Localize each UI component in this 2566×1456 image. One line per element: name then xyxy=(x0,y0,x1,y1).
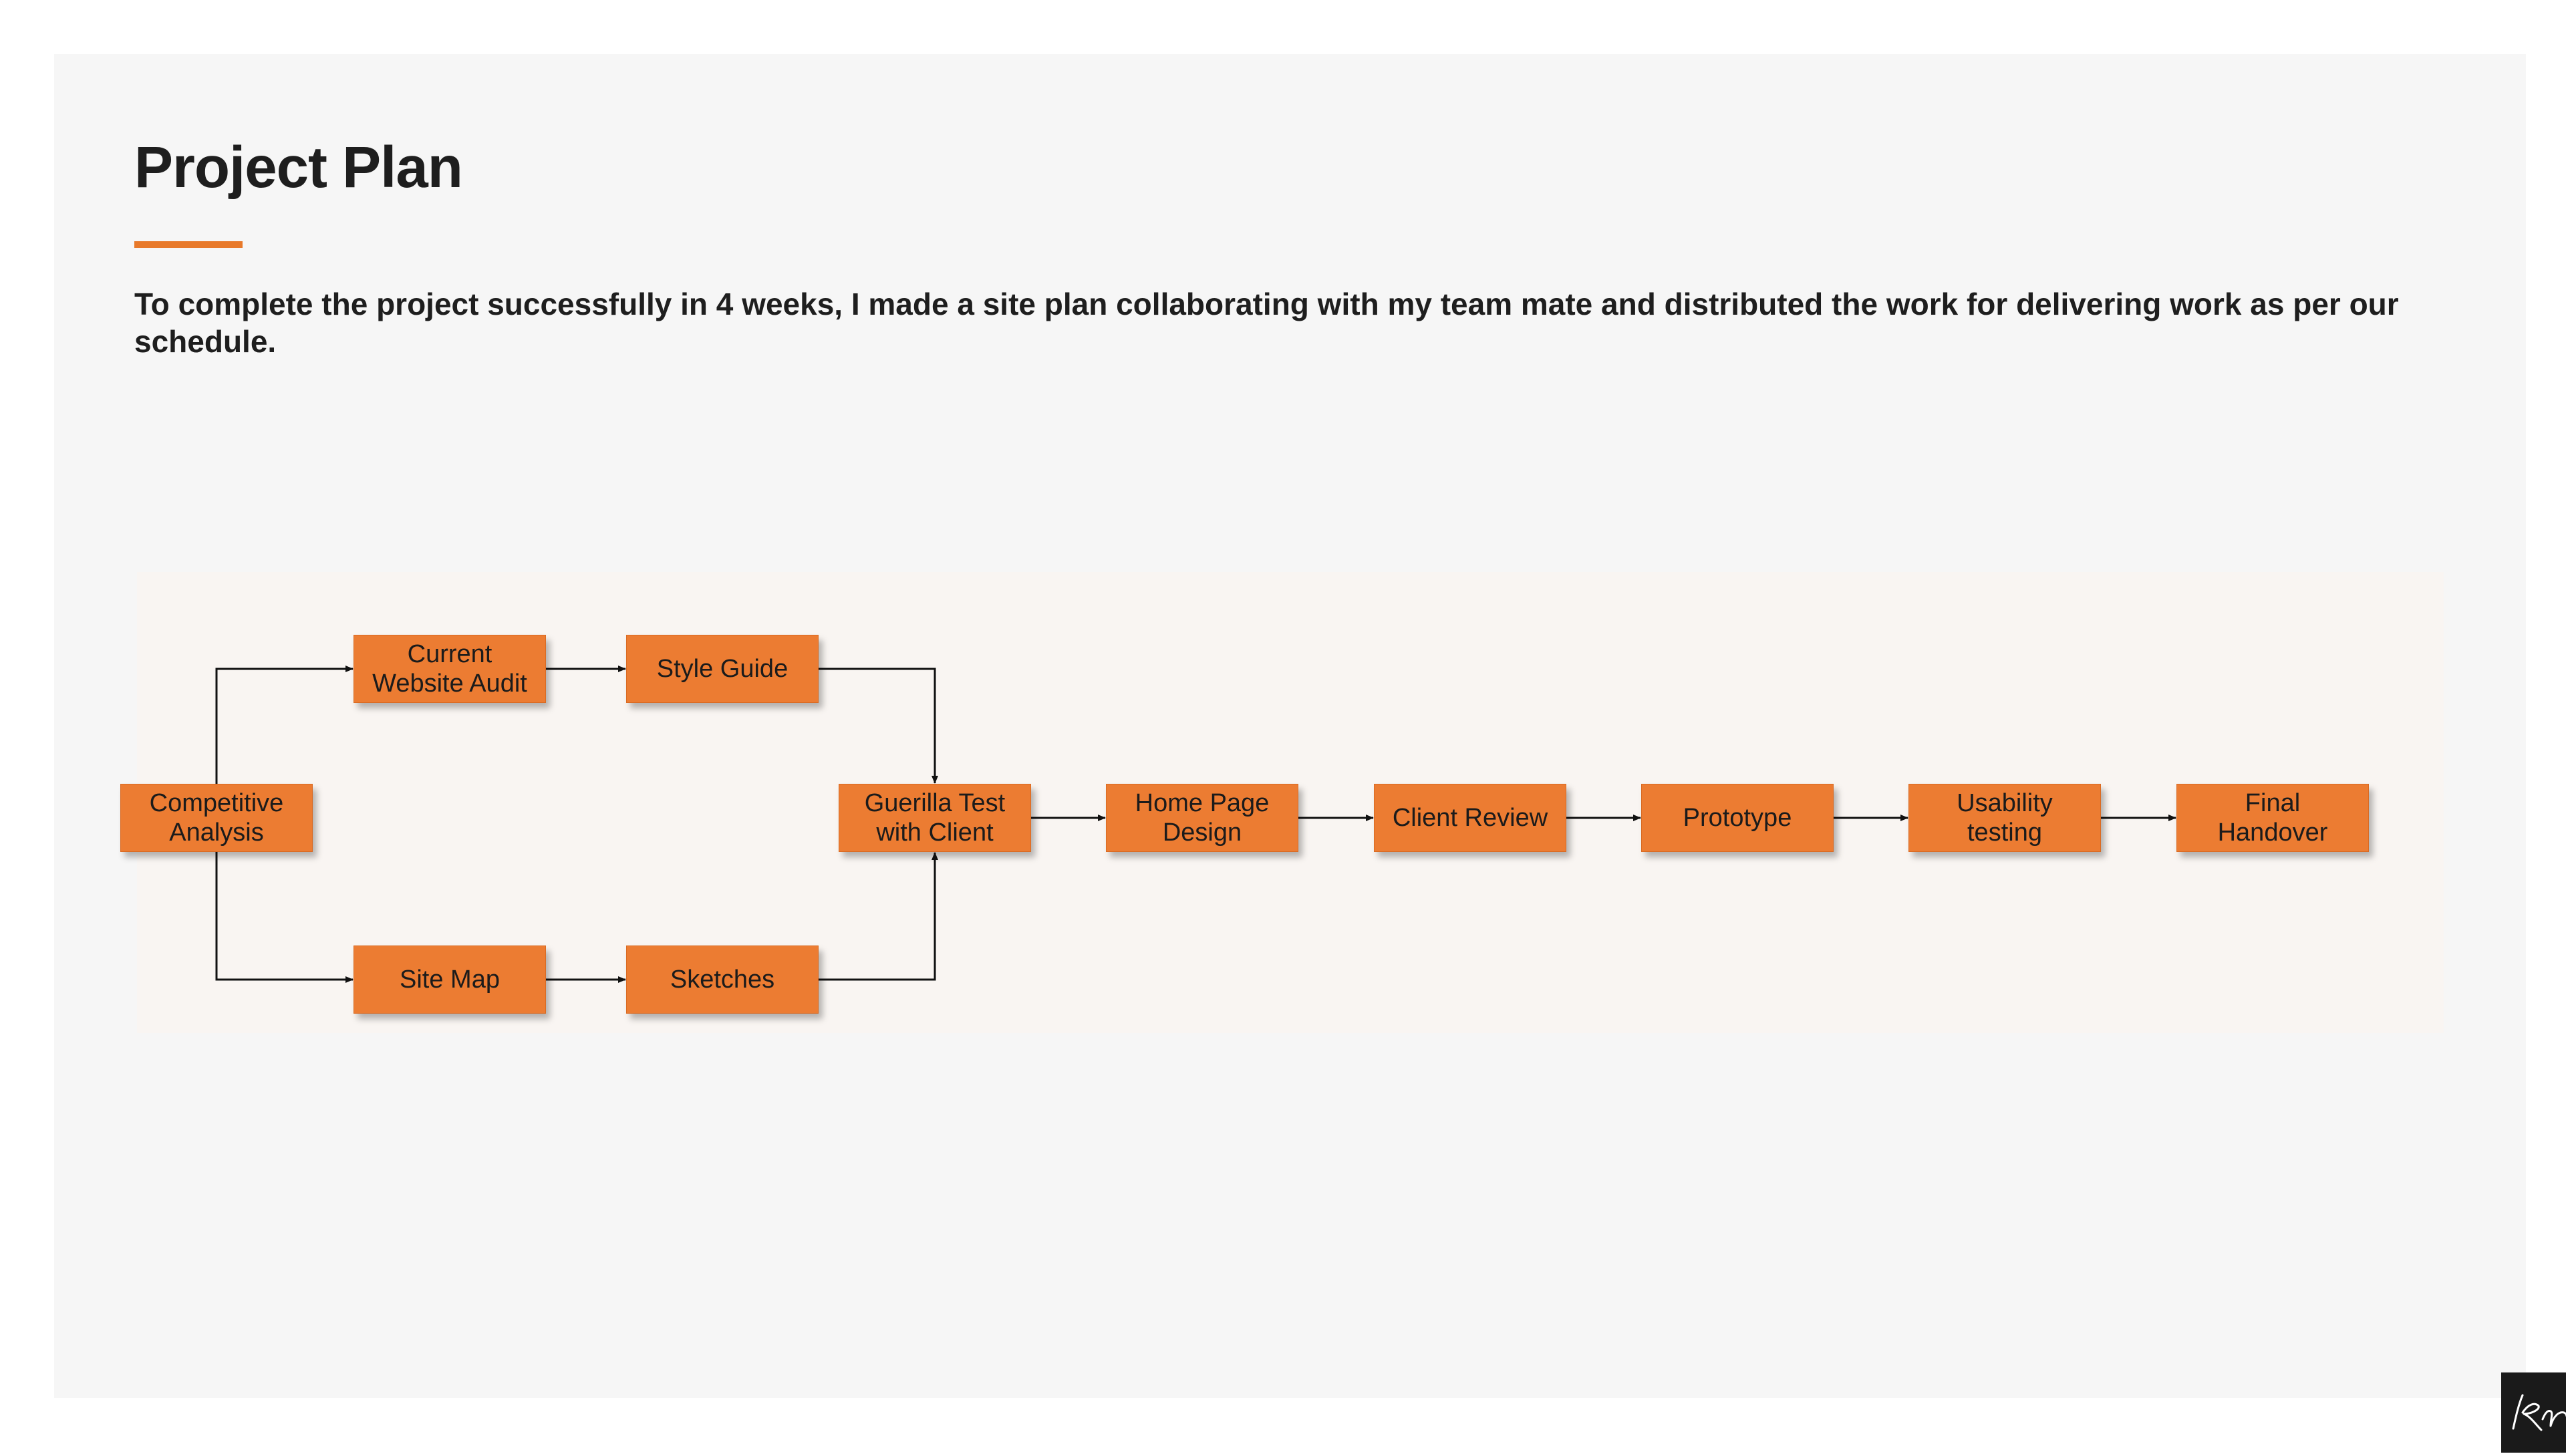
node-style-guide: Style Guide xyxy=(626,635,819,703)
node-label: Sketches xyxy=(670,966,775,994)
edge-competitive-analysis-to-site-map xyxy=(215,852,353,983)
title-underline xyxy=(134,241,243,248)
node-sketches: Sketches xyxy=(626,945,819,1014)
signature-logo xyxy=(2501,1372,2566,1453)
node-label: Prototype xyxy=(1683,804,1792,832)
node-current-website-audit: Current Website Audit xyxy=(353,635,546,703)
node-label: Site Map xyxy=(400,966,500,994)
node-prototype: Prototype xyxy=(1641,784,1834,852)
edge-style-guide-to-guerilla-test xyxy=(819,668,938,784)
node-label: Usability testing xyxy=(1957,789,2053,847)
node-label: Competitive Analysis xyxy=(149,789,284,847)
project-flow-diagram: Competitive Analysis Current Website Audi… xyxy=(120,572,2444,1033)
node-label: Current Website Audit xyxy=(372,640,527,698)
page-title: Project Plan xyxy=(134,135,463,200)
node-client-review: Client Review xyxy=(1374,784,1566,852)
node-label: Style Guide xyxy=(656,655,789,683)
node-final-handover: Final Handover xyxy=(2176,784,2369,852)
node-label: Home Page Design xyxy=(1135,789,1270,847)
edge-sketches-to-guerilla-test xyxy=(819,852,938,981)
edge-competitive-analysis-to-current-website-audit xyxy=(215,666,353,784)
intro-text: To complete the project successfully in … xyxy=(134,287,2399,359)
node-home-page-design: Home Page Design xyxy=(1106,784,1298,852)
node-usability-testing: Usability testing xyxy=(1908,784,2101,852)
node-site-map: Site Map xyxy=(353,945,546,1014)
node-label: Final Handover xyxy=(2217,789,2328,847)
node-guerilla-test: Guerilla Test with Client xyxy=(839,784,1031,852)
node-competitive-analysis: Competitive Analysis xyxy=(120,784,313,852)
slide: Project Plan To complete the project suc… xyxy=(54,54,2566,1453)
signature-mark xyxy=(2512,1394,2566,1431)
node-label: Client Review xyxy=(1392,804,1548,832)
node-label: Guerilla Test with Client xyxy=(864,789,1006,847)
flow-connectors xyxy=(215,666,2176,983)
